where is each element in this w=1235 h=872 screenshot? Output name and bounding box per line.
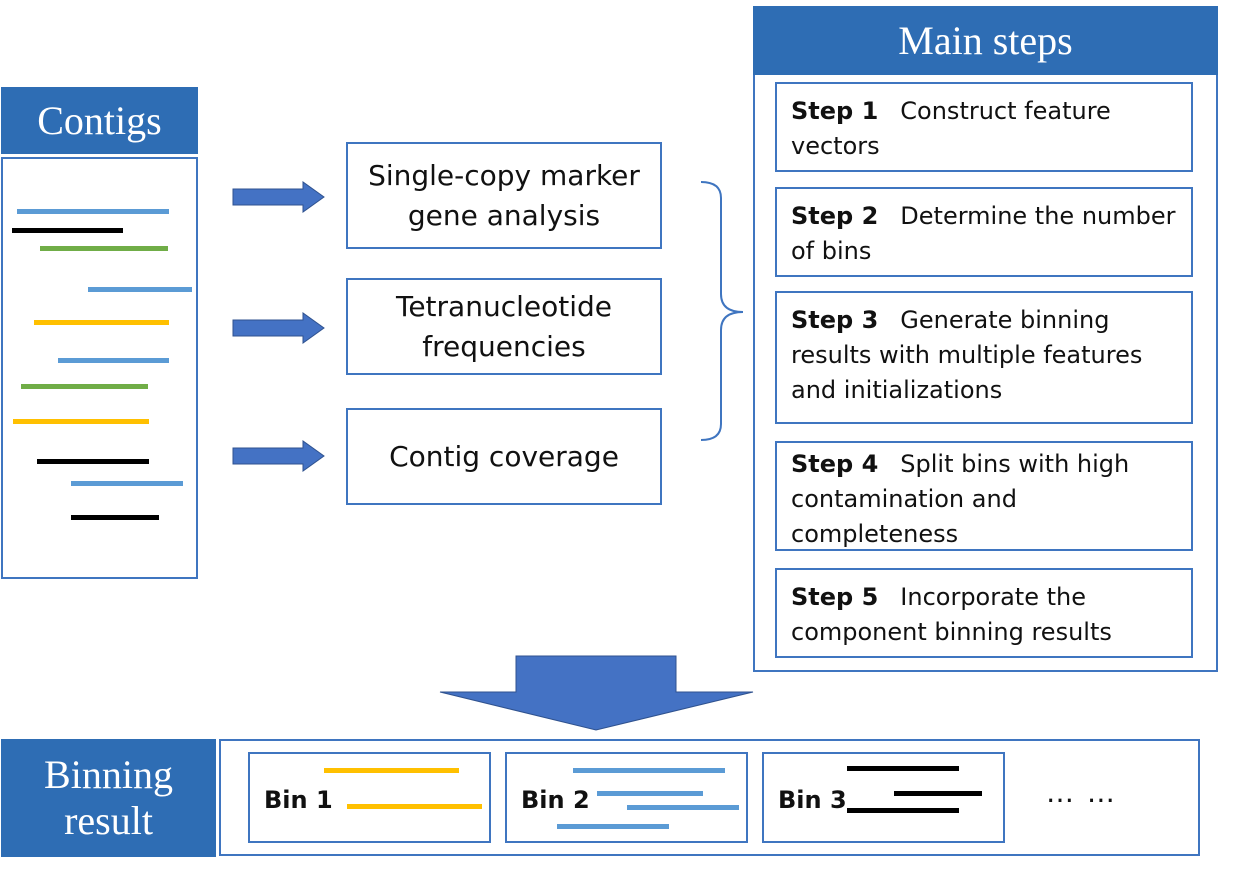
feature-arrows bbox=[232, 181, 325, 472]
bin-3-box: Bin 3 bbox=[762, 752, 1005, 843]
bin-3-contig-line bbox=[847, 766, 959, 771]
step-5-text: Incorporate the component binning result… bbox=[791, 583, 1112, 646]
contig-line bbox=[13, 419, 149, 424]
step-2-label: Step 2 bbox=[791, 202, 879, 230]
right-arrow-icon bbox=[232, 181, 325, 213]
bin-3-contig-line bbox=[847, 808, 959, 813]
bin-1-box: Bin 1 bbox=[248, 752, 491, 843]
contig-line bbox=[37, 459, 149, 464]
right-arrow-icon bbox=[232, 440, 325, 472]
step-3-text: Generate binning results with multiple f… bbox=[791, 306, 1143, 404]
step-1-text: Construct feature vectors bbox=[791, 97, 1111, 160]
contig-line bbox=[34, 320, 169, 325]
bin-2-contig-line bbox=[557, 824, 669, 829]
bin-2-contig-line bbox=[573, 768, 725, 773]
bin-1-contig-line bbox=[324, 768, 459, 773]
step-2-text: Determine the number of bins bbox=[791, 202, 1176, 265]
bin-2-box: Bin 2 bbox=[505, 752, 748, 843]
step-5-label: Step 5 bbox=[791, 583, 879, 611]
main-steps-title: Main steps bbox=[753, 6, 1218, 75]
more-bins-ellipsis: … … bbox=[1046, 776, 1117, 809]
right-arrow-icon bbox=[232, 312, 325, 344]
binning-result-title: Binning result bbox=[1, 739, 216, 857]
contig-line bbox=[88, 287, 192, 292]
contig-line bbox=[58, 358, 169, 363]
bin-2-contig-line bbox=[627, 805, 739, 810]
bin-1-label: Bin 1 bbox=[264, 786, 333, 814]
step-4-label: Step 4 bbox=[791, 450, 879, 478]
bin-2-label: Bin 2 bbox=[521, 786, 590, 814]
feature-box-marker-gene: Single-copy marker gene analysis bbox=[346, 142, 662, 249]
contigs-title: Contigs bbox=[1, 87, 198, 154]
down-arrow-icon bbox=[439, 655, 754, 731]
step-1-label: Step 1 bbox=[791, 97, 879, 125]
bin-1-contig-line bbox=[347, 804, 482, 809]
curly-brace-icon bbox=[700, 181, 744, 441]
contig-line bbox=[71, 481, 183, 486]
contig-line bbox=[12, 228, 123, 233]
feature-box-coverage: Contig coverage bbox=[346, 408, 662, 505]
contig-line bbox=[40, 246, 168, 251]
feature-box-tetranucleotide: Tetranucleotide frequencies bbox=[346, 278, 662, 375]
step-3-label: Step 3 bbox=[791, 306, 879, 334]
bin-2-contig-line bbox=[597, 791, 703, 796]
bin-3-contig-line bbox=[894, 791, 982, 796]
step-4-text: Split bins with high contamination and c… bbox=[791, 450, 1130, 548]
contigs-panel bbox=[1, 157, 198, 579]
bin-3-label: Bin 3 bbox=[778, 786, 847, 814]
contig-line bbox=[17, 209, 169, 214]
contig-line bbox=[71, 515, 159, 520]
contig-line bbox=[21, 384, 148, 389]
